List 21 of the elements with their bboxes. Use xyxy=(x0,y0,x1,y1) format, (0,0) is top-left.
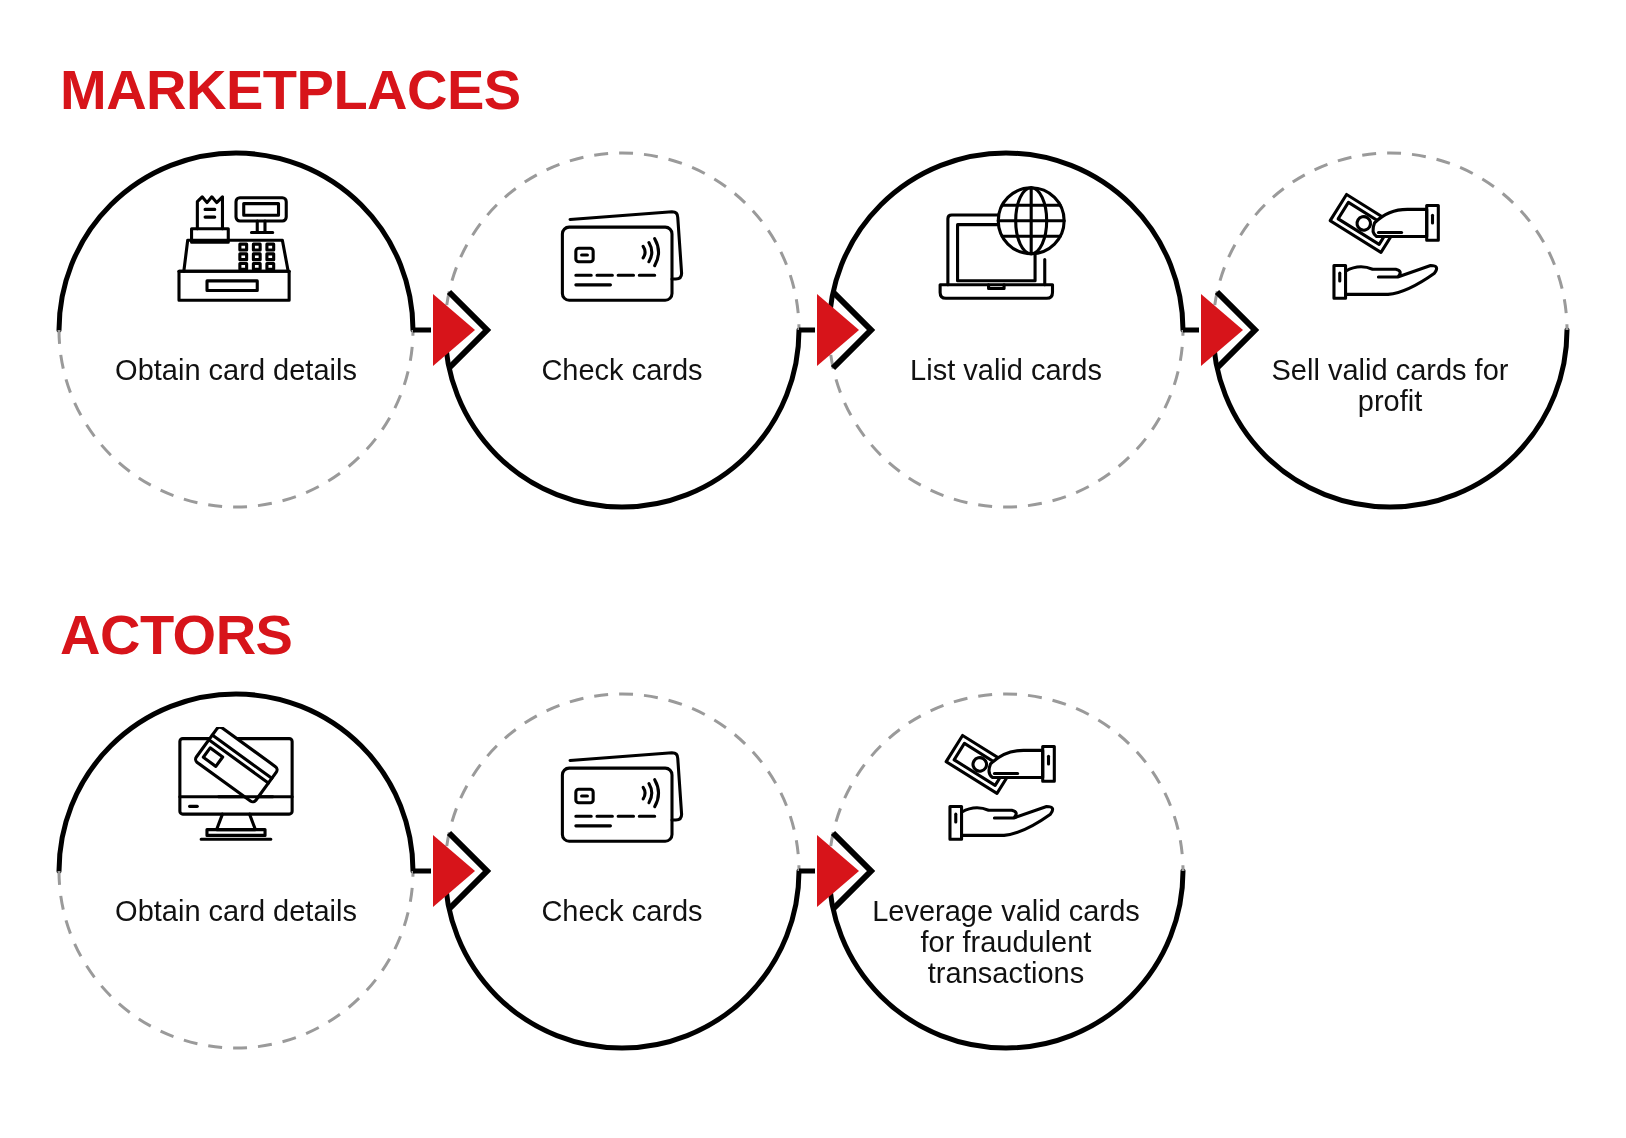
arrow xyxy=(1183,289,1258,371)
step-circle xyxy=(59,153,413,507)
step-label: Sell valid cards for profit xyxy=(1270,355,1510,417)
step-label: Check cards xyxy=(540,896,704,927)
arrow xyxy=(799,830,874,912)
section-heading: ACTORS xyxy=(60,607,293,663)
step-circle xyxy=(445,153,799,507)
step-circle xyxy=(1213,153,1567,507)
arrow xyxy=(413,830,490,912)
step-circle xyxy=(59,694,413,1048)
step-circle xyxy=(829,153,1183,507)
step-label: Obtain card details xyxy=(114,355,358,386)
step-circle xyxy=(445,694,799,1048)
section-heading: MARKETPLACES xyxy=(60,62,521,118)
step-label: Obtain card details xyxy=(114,896,358,927)
step-circle xyxy=(829,694,1183,1048)
step-label: Leverage valid cards for fraudulent transactions xyxy=(871,896,1141,989)
arrow xyxy=(799,289,874,371)
step-label: Check cards xyxy=(540,355,704,386)
step-label: List valid cards xyxy=(909,355,1103,386)
arrow xyxy=(413,289,490,371)
